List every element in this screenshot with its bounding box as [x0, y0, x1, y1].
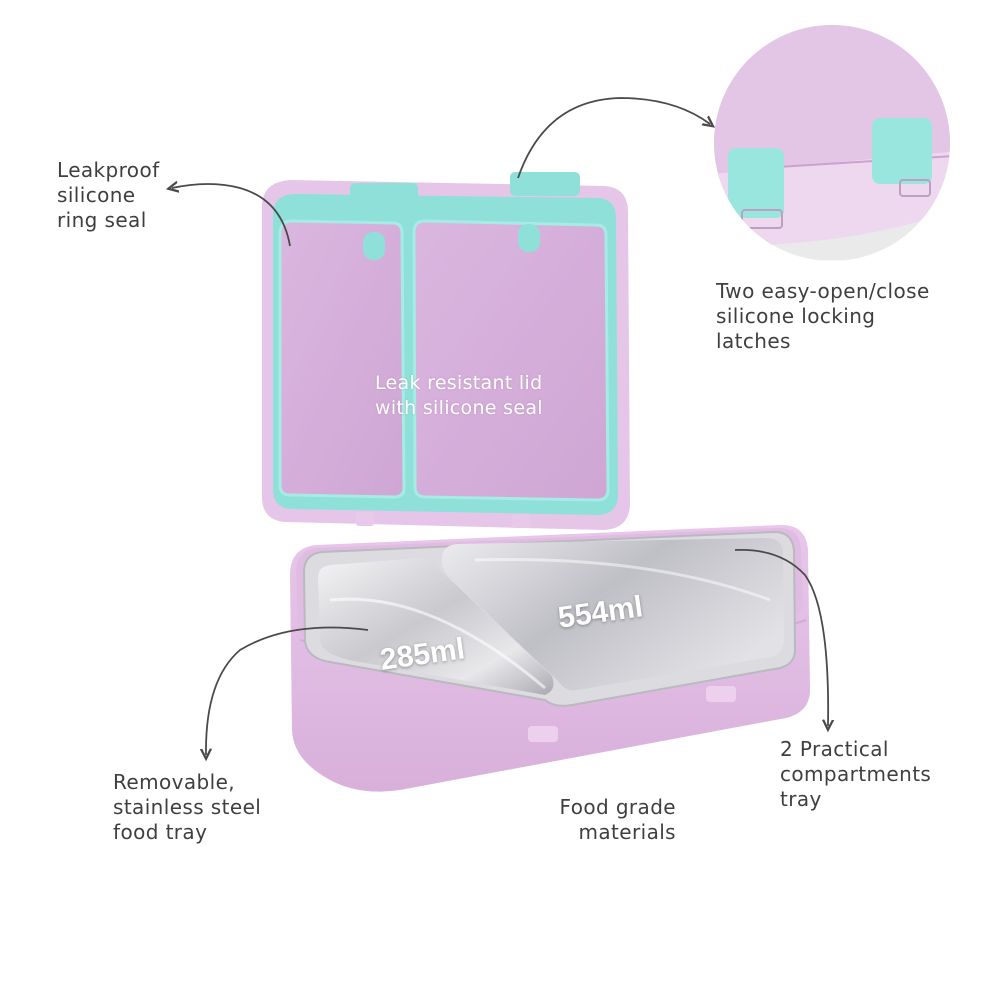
lid-vent-left: [363, 232, 385, 260]
label-latches: Two easy-open/close silicone locking lat…: [716, 279, 930, 353]
latch-zoom: [714, 25, 950, 261]
tray-compartment-small: [318, 557, 554, 695]
arrow-latches: [517, 97, 710, 179]
lid-compartment-large: [412, 219, 610, 502]
lid-compartment-small: [278, 219, 406, 499]
arrow-compartments: [734, 549, 828, 726]
lid-latch-right: [510, 172, 580, 196]
arrow-leakproof: [172, 184, 291, 247]
lid-latch-left: [350, 183, 418, 207]
label-food-grade: Food grade materials: [559, 795, 676, 844]
steel-tray: [302, 530, 797, 707]
callout-arrows: [172, 97, 828, 756]
tray-compartment-large: [442, 538, 784, 691]
label-removable-tray: Removable, stainless steel food tray: [113, 770, 262, 844]
arrow-removable: [206, 626, 369, 756]
base-clip-right: [706, 686, 736, 702]
label-lid-seal: Leak resistant lid with silicone seal: [375, 372, 543, 419]
lid: [262, 172, 630, 530]
label-compartments: 2 Practical compartments tray: [780, 737, 932, 811]
base-clip-left: [528, 726, 558, 742]
lid-vent-right: [518, 224, 540, 252]
label-leakproof-seal: Leakproof silicone ring seal: [57, 158, 160, 232]
